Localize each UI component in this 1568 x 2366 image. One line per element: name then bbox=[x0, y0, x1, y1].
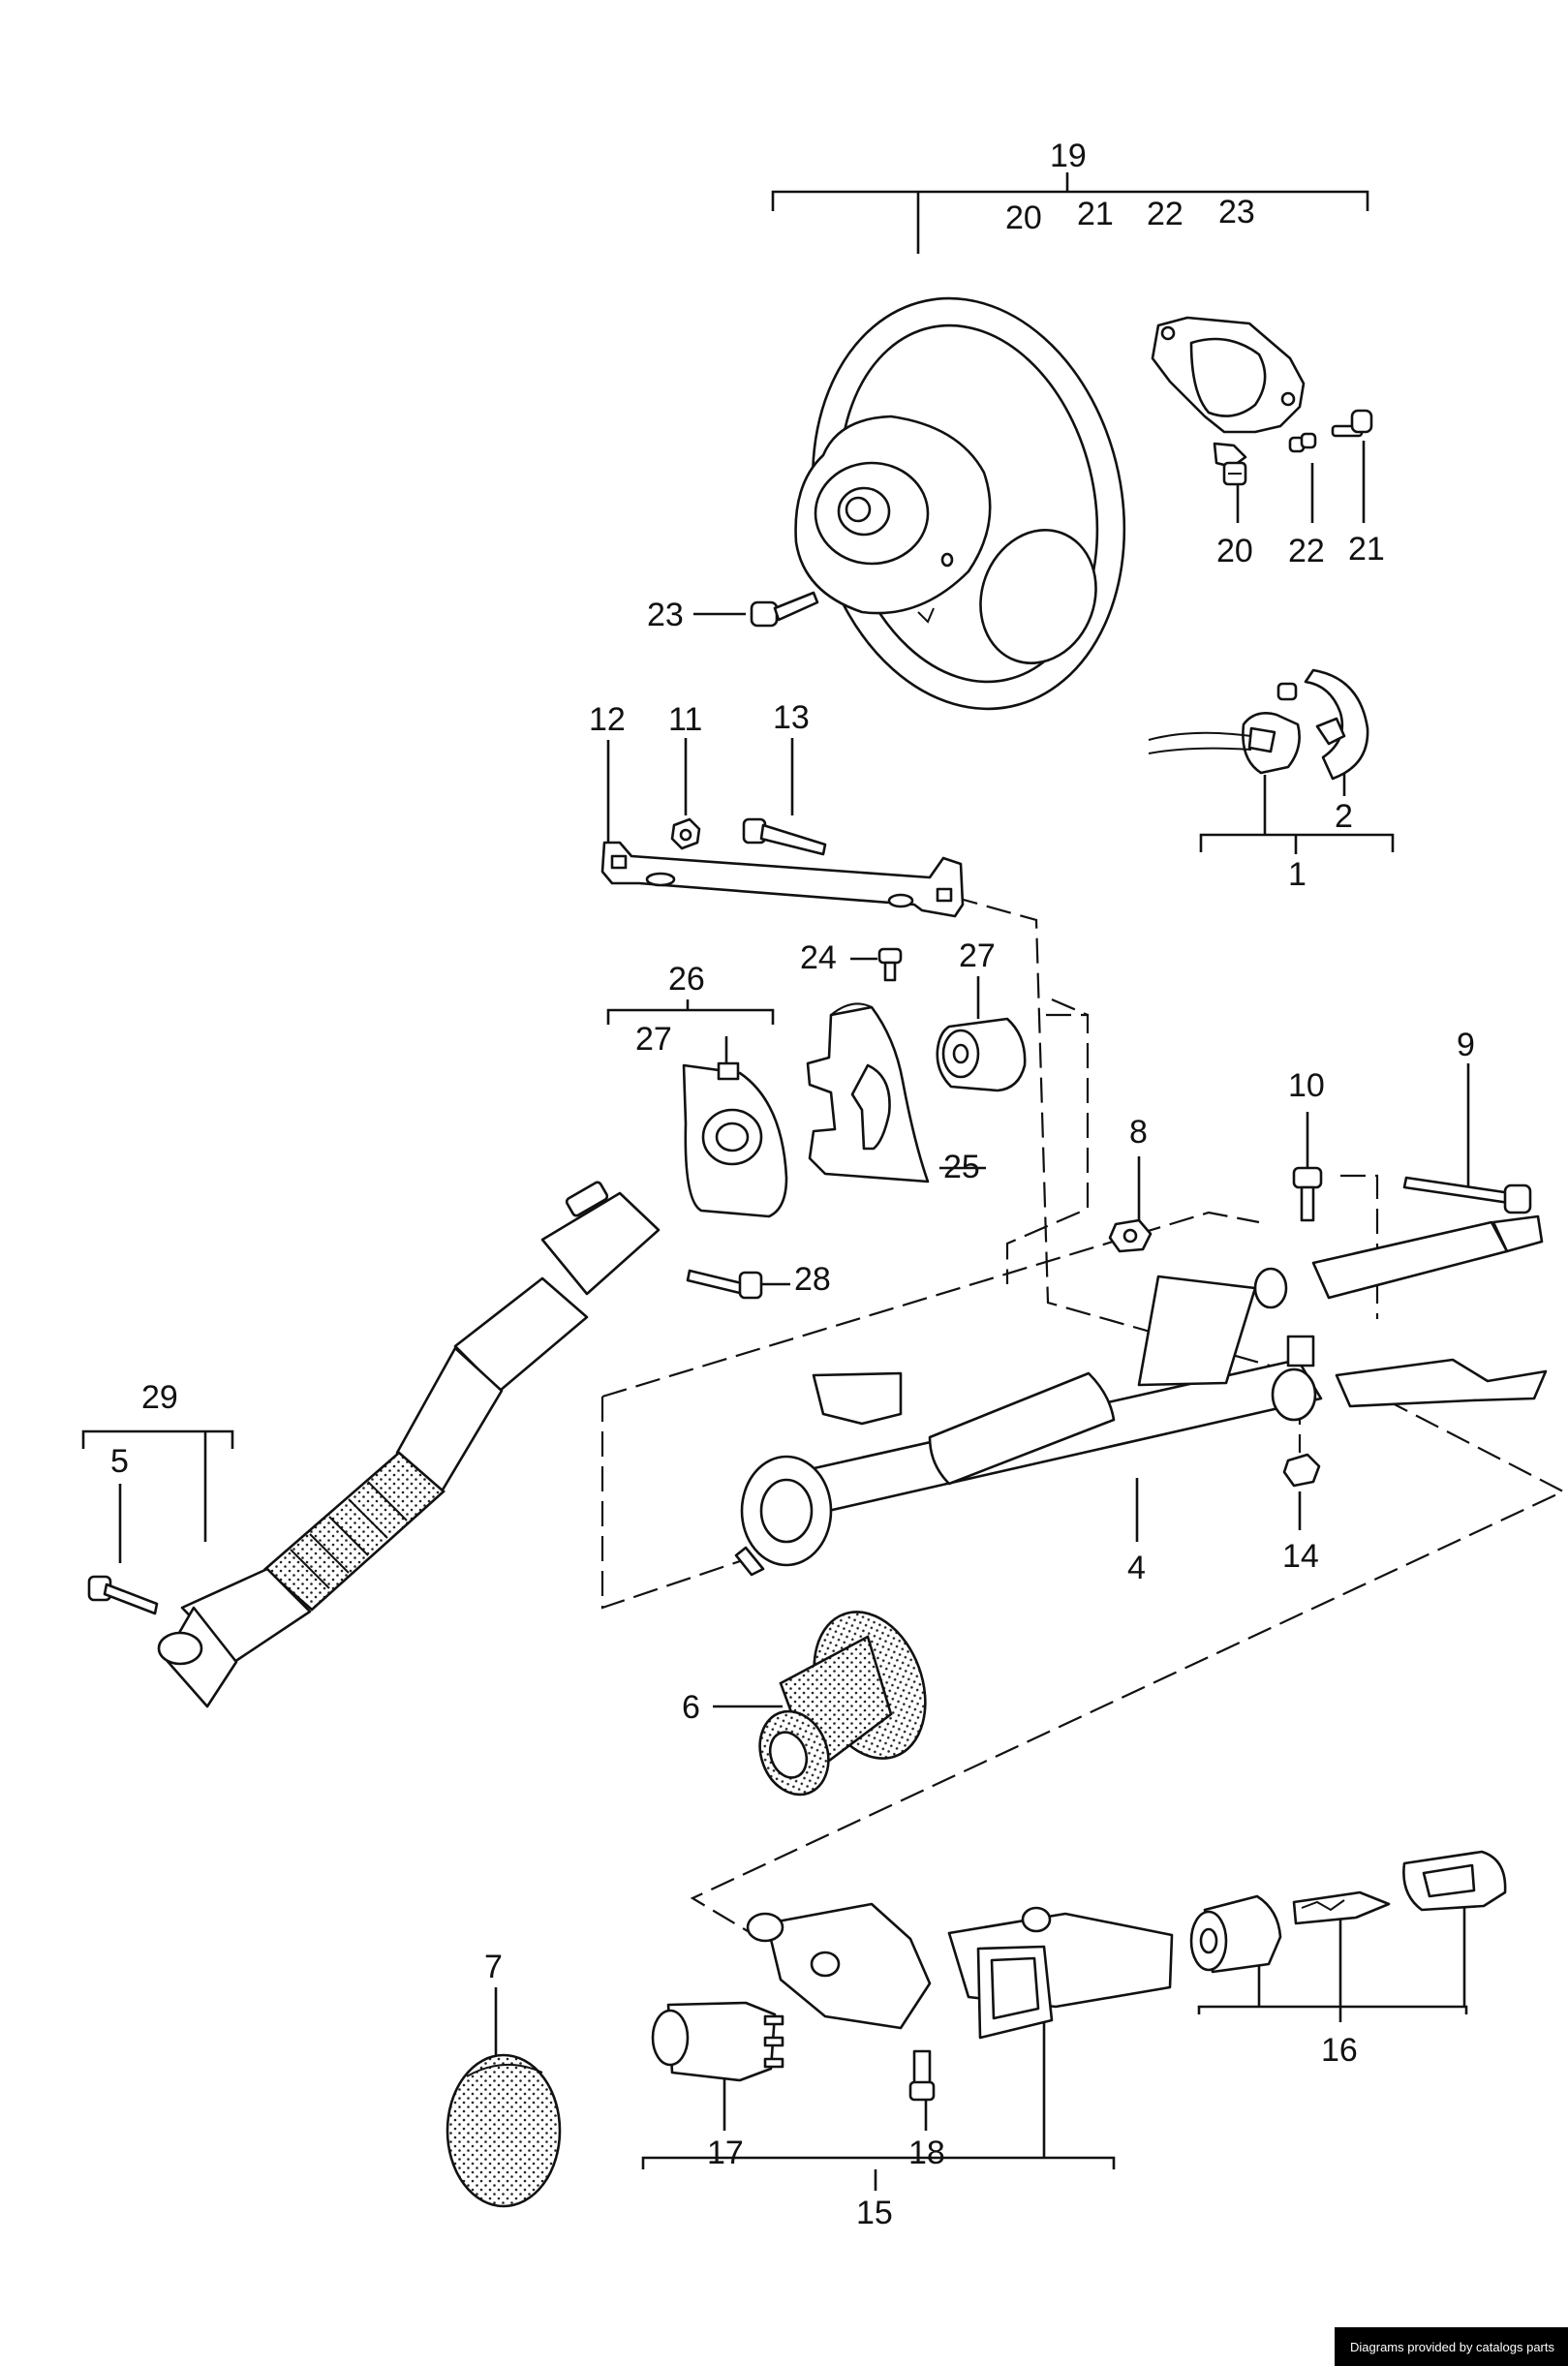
callout-5: 5 bbox=[110, 1443, 129, 1480]
callout-25: 25 bbox=[943, 1149, 980, 1185]
nut-11 bbox=[670, 817, 701, 850]
callout-17: 17 bbox=[707, 2135, 744, 2171]
credit-badge: Diagrams provided by catalogs parts bbox=[1335, 2327, 1568, 2366]
callout-2: 2 bbox=[1335, 798, 1353, 835]
steering-lock-housing-15 bbox=[746, 1902, 1174, 2040]
callout-27: 27 bbox=[635, 1021, 672, 1058]
bolt-10 bbox=[1292, 1166, 1323, 1222]
callout-13: 13 bbox=[773, 699, 810, 736]
assembly-dashed-lines bbox=[600, 895, 1566, 1932]
callout-14: 14 bbox=[1282, 1538, 1319, 1575]
callout-18: 18 bbox=[908, 2135, 945, 2171]
callout-21: 21 bbox=[1077, 196, 1114, 232]
intermediate-steering-shaft bbox=[157, 1181, 661, 1708]
callout-21: 21 bbox=[1348, 531, 1385, 568]
callout-10: 10 bbox=[1288, 1067, 1325, 1104]
screw-21 bbox=[1331, 409, 1373, 438]
steering-boot-6 bbox=[758, 1611, 927, 1797]
bolt-28 bbox=[686, 1269, 763, 1300]
bolt-5 bbox=[87, 1575, 159, 1615]
callout-6: 6 bbox=[682, 1689, 700, 1726]
bolt-9 bbox=[1402, 1176, 1532, 1214]
support-bracket-12 bbox=[600, 841, 965, 918]
callout-15: 15 bbox=[856, 2195, 893, 2231]
screw-18 bbox=[908, 2049, 936, 2102]
bolt-23 bbox=[750, 591, 819, 628]
switch-housing-26 bbox=[682, 1061, 788, 1218]
nut-14 bbox=[1282, 1453, 1321, 1488]
callout-22: 22 bbox=[1147, 196, 1184, 232]
callout-9: 9 bbox=[1457, 1027, 1475, 1063]
callout-23: 23 bbox=[647, 597, 684, 633]
callout-23: 23 bbox=[1218, 194, 1255, 230]
callout-12: 12 bbox=[589, 701, 626, 738]
callout-22: 22 bbox=[1288, 533, 1325, 569]
key-head-16 bbox=[1402, 1850, 1507, 1912]
lock-housing-cover-25 bbox=[806, 1002, 930, 1183]
lock-cylinder-16 bbox=[1189, 1894, 1282, 1974]
nut-8 bbox=[1108, 1218, 1153, 1253]
callout-19: 19 bbox=[1050, 138, 1087, 174]
callout-20: 20 bbox=[1216, 533, 1253, 569]
callout-26: 26 bbox=[668, 961, 705, 998]
horn-contact-plate bbox=[1151, 316, 1306, 469]
ignition-cylinder-27 bbox=[936, 1017, 1027, 1092]
callout-7: 7 bbox=[484, 1949, 503, 1985]
callout-4: 4 bbox=[1127, 1550, 1146, 1586]
callout-27: 27 bbox=[959, 937, 996, 974]
leader-lines bbox=[81, 172, 1470, 2191]
spring-washer-22 bbox=[1288, 432, 1317, 453]
bolt-13 bbox=[742, 817, 827, 856]
contact-unit bbox=[1148, 668, 1369, 781]
callout-1: 1 bbox=[1288, 856, 1307, 893]
steering-wheel bbox=[794, 296, 1126, 711]
callout-labels: 19 20 21 22 23 20 22 21 23 12 11 13 2 1 … bbox=[110, 138, 1475, 2231]
ignition-switch-17 bbox=[651, 2001, 784, 2082]
callout-28: 28 bbox=[794, 1261, 831, 1298]
callout-8: 8 bbox=[1129, 1114, 1148, 1151]
screw-24 bbox=[877, 947, 903, 982]
callout-29: 29 bbox=[141, 1379, 178, 1416]
key-blade-16 bbox=[1292, 1890, 1391, 1925]
steering-column-tube-4 bbox=[734, 1214, 1548, 1577]
cover-cap-7 bbox=[446, 2053, 562, 2208]
callout-24: 24 bbox=[800, 939, 837, 976]
callout-20: 20 bbox=[1005, 200, 1042, 236]
small-screw-20 bbox=[1222, 461, 1247, 486]
callout-16: 16 bbox=[1321, 2032, 1358, 2069]
callout-11: 11 bbox=[668, 701, 702, 738]
